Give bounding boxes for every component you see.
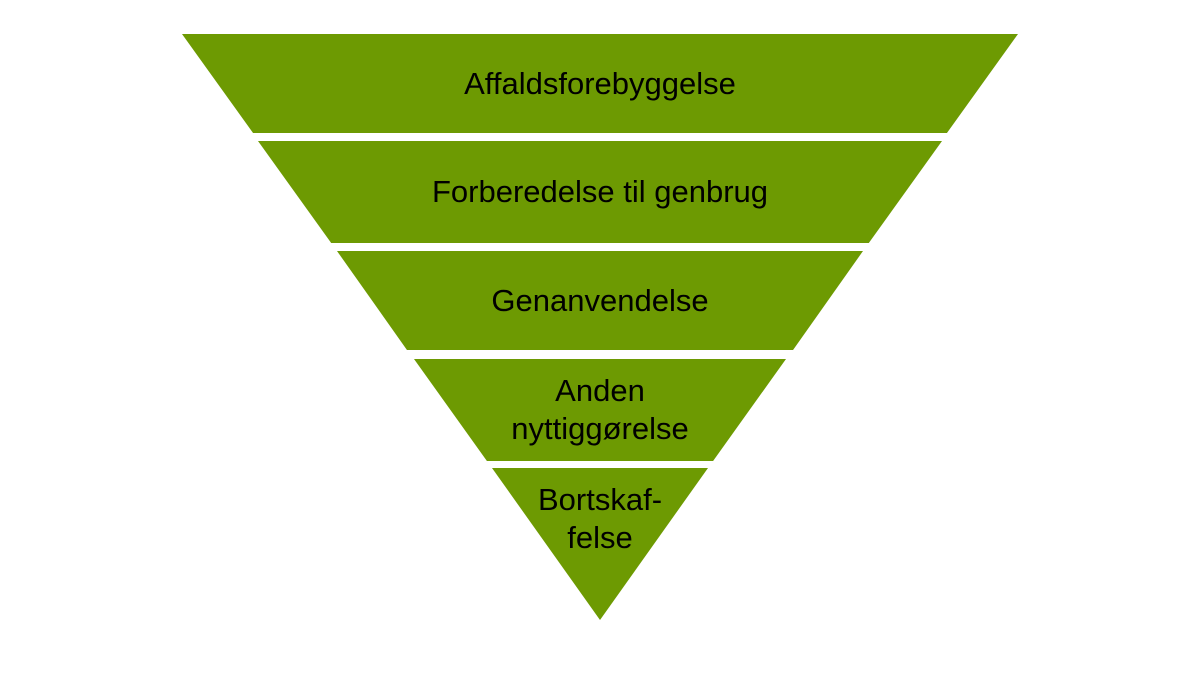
pyramid-level-1-affaldsforebyggelse: Affaldsforebyggelse [182, 34, 1018, 133]
level-5-label-line-1: Bortskaf- [537, 482, 663, 517]
level-2-label: Forberedelse til genbrug [431, 174, 769, 209]
level-5-label-line-2: felse [567, 520, 633, 555]
level-4-label-line-1: Anden [555, 373, 645, 408]
level-4-label-line-2: nyttiggørelse [511, 411, 689, 446]
pyramid-level-2-forberedelse-til-genbrug: Forberedelse til genbrug [258, 141, 942, 243]
pyramid-level-5-bortskaffelse: Bortskaf- felse [492, 468, 708, 620]
level-3-label: Genanvendelse [491, 282, 709, 318]
pyramid-level-3-genanvendelse: Genanvendelse [337, 251, 863, 350]
level-1-label: Affaldsforebyggelse [464, 65, 736, 101]
pyramid-level-4-anden-nyttiggoerelse: Anden nyttiggørelse [414, 359, 786, 461]
